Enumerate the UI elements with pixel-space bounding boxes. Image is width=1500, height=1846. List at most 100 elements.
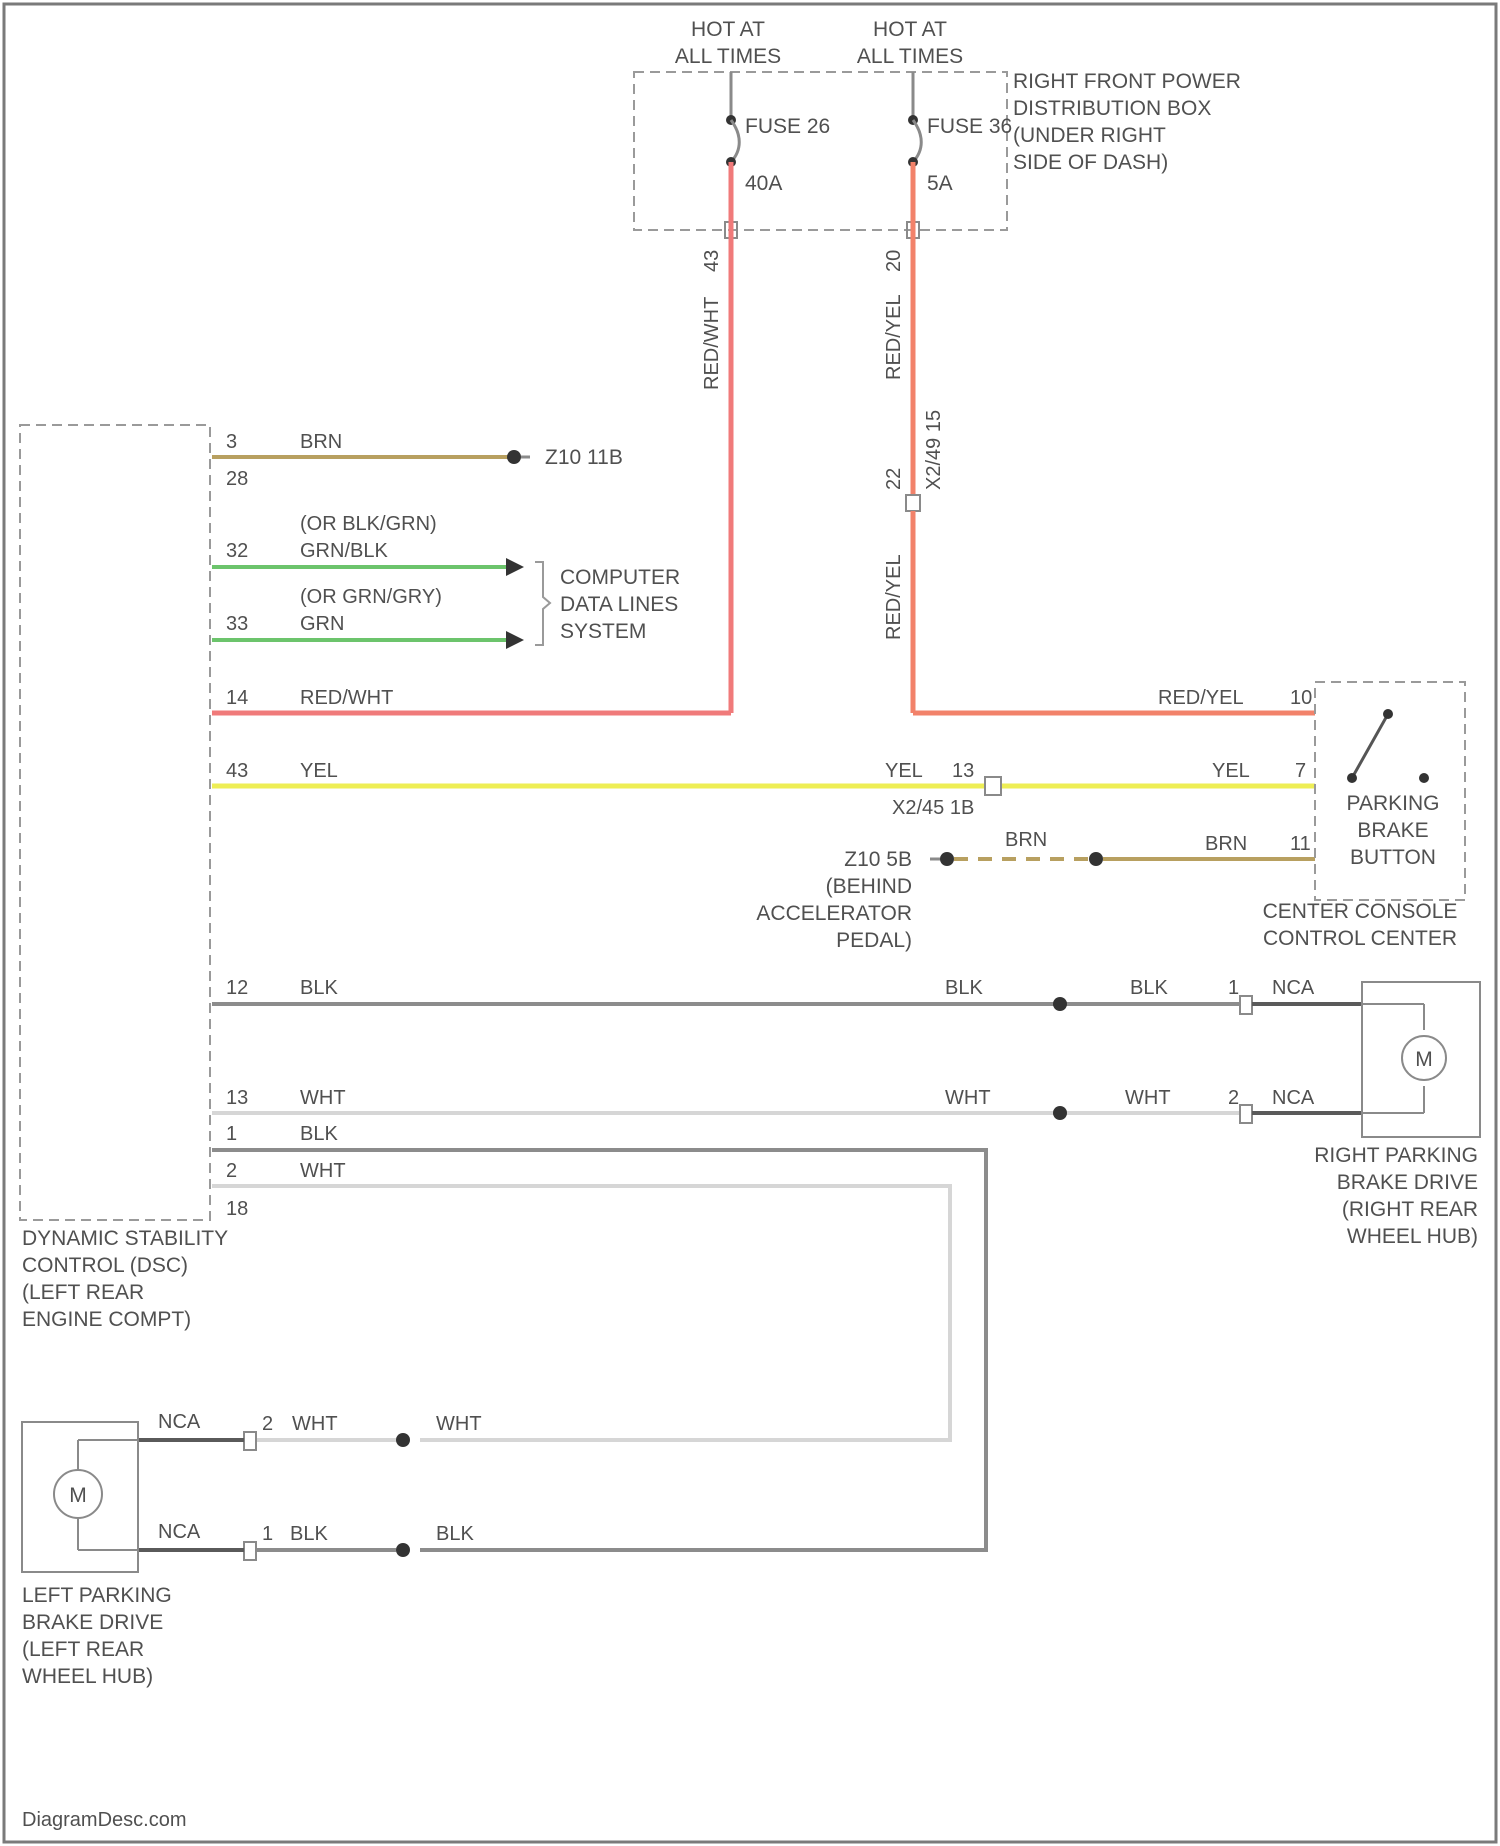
left-motor-label-1: LEFT PARKING <box>22 1584 172 1607</box>
fuse2-rating: 5A <box>927 172 953 195</box>
yel-mid-label: YEL <box>885 760 923 782</box>
fuse2-name: FUSE 36 <box>927 115 1012 138</box>
brn-right-label: BRN <box>1205 833 1247 855</box>
blk-right-pin: 1 <box>1228 977 1239 999</box>
brn-wire-1-label: BRN <box>300 431 342 453</box>
grn-alt-1: (OR BLK/GRN) <box>300 513 437 535</box>
box-label-3: (UNDER RIGHT <box>1013 124 1166 147</box>
left-motor-symbol: M <box>69 1484 87 1507</box>
diagram-frame <box>4 4 1496 1842</box>
low-blk-label: BLK <box>300 1123 338 1145</box>
yel-conn-label: X2/45 1B <box>892 797 974 819</box>
yel-right-label: YEL <box>1212 760 1250 782</box>
nca-label-2: NCA <box>1272 1087 1315 1109</box>
switch-contact-1 <box>1347 773 1357 783</box>
fuse1-rating: 40A <box>745 172 782 195</box>
wht-connector <box>1240 1105 1252 1123</box>
splice-blk <box>1053 997 1067 1011</box>
button-location-1: CENTER CONSOLE <box>1263 900 1458 923</box>
splice-wht <box>1053 1106 1067 1120</box>
dsc-pin-14: 14 <box>226 687 248 709</box>
fuse2-wire-bottom: RED/YEL <box>883 554 905 640</box>
right-motor-label-1: RIGHT PARKING <box>1314 1144 1478 1167</box>
conn-pin: 22 <box>883 468 905 490</box>
yel-inline-connector <box>985 777 1001 795</box>
ground-1-label: Z10 11B <box>545 446 623 469</box>
red-yel-inline-connector <box>906 495 920 511</box>
left-blk-label-1: BLK <box>290 1523 328 1545</box>
dsc-pin-13: 13 <box>226 1087 248 1109</box>
left-blk-connector <box>244 1542 256 1560</box>
dsc-label-3: (LEFT REAR <box>22 1281 144 1304</box>
hot-label-1b: ALL TIMES <box>675 45 781 68</box>
left-wht-label-2: WHT <box>436 1413 482 1435</box>
wht-right-label: WHT <box>1125 1087 1171 1109</box>
fuse1-name: FUSE 26 <box>745 115 830 138</box>
switch-contact-3 <box>1419 773 1429 783</box>
dsc-pin-3: 3 <box>226 431 237 453</box>
button-location-2: CONTROL CENTER <box>1263 927 1457 950</box>
splice-brn <box>1089 852 1103 866</box>
wht-left-label: WHT <box>300 1087 346 1109</box>
dsc-pin-18: 18 <box>226 1198 248 1220</box>
ground-2-note-2: ACCELERATOR <box>756 902 912 925</box>
hot-label-2b: ALL TIMES <box>857 45 963 68</box>
fuse1-wire-color: RED/WHT <box>701 297 723 390</box>
grn-wire-2-label: GRN <box>300 613 344 635</box>
grn-alt-2: (OR GRN/GRY) <box>300 586 442 608</box>
nca-label-1: NCA <box>1272 977 1315 999</box>
left-blk-label-2: BLK <box>436 1523 474 1545</box>
button-label-1: PARKING <box>1347 792 1440 815</box>
data-lines-label-2: DATA LINES <box>560 593 678 616</box>
ground-node-1 <box>507 450 521 464</box>
red-wht-wire-label: RED/WHT <box>300 687 393 709</box>
hot-label-2a: HOT AT <box>873 18 947 41</box>
dsc-label-1: DYNAMIC STABILITY <box>22 1227 228 1250</box>
dsc-pin-12: 12 <box>226 977 248 999</box>
yel-right-pin: 7 <box>1295 760 1306 782</box>
left-nca-label-1: NCA <box>158 1411 201 1433</box>
fuse2-wire-top: RED/YEL <box>883 294 905 380</box>
hot-label-1a: HOT AT <box>691 18 765 41</box>
yel-mid-pin: 13 <box>952 760 974 782</box>
data-lines-label-3: SYSTEM <box>560 620 646 643</box>
blk-right-label: BLK <box>1130 977 1168 999</box>
brn-mid-label: BRN <box>1005 829 1047 851</box>
right-motor-symbol: M <box>1415 1048 1433 1071</box>
dsc-pin-2: 2 <box>226 1160 237 1182</box>
blk-mid-label: BLK <box>945 977 983 999</box>
splice-left-blk <box>396 1543 410 1557</box>
switch-contact-2 <box>1383 709 1393 719</box>
button-label-3: BUTTON <box>1350 846 1436 869</box>
box-label-1: RIGHT FRONT POWER <box>1013 70 1241 93</box>
dsc-label-4: ENGINE COMPT) <box>22 1308 191 1331</box>
splice-left-wht <box>396 1433 410 1447</box>
right-motor-label-4: WHEEL HUB) <box>1347 1225 1478 1248</box>
fuse2-pin: 20 <box>883 250 905 272</box>
grn-wire-1-label: GRN/BLK <box>300 540 388 562</box>
ground-2-note-3: PEDAL) <box>836 929 912 952</box>
blk-connector <box>1240 996 1252 1014</box>
brn-right-pin: 11 <box>1290 833 1311 855</box>
left-wht-label-1: WHT <box>292 1413 338 1435</box>
left-motor-label-3: (LEFT REAR <box>22 1638 144 1661</box>
blk-left-label: BLK <box>300 977 338 999</box>
dsc-pin-43: 43 <box>226 760 248 782</box>
dsc-pin-32: 32 <box>226 540 248 562</box>
red-yel-pin: 10 <box>1290 687 1312 709</box>
right-motor-label-2: BRAKE DRIVE <box>1337 1171 1478 1194</box>
data-lines-label-1: COMPUTER <box>560 566 680 589</box>
left-pin-2: 2 <box>262 1413 273 1435</box>
left-motor-label-2: BRAKE DRIVE <box>22 1611 163 1634</box>
ground-node-2 <box>940 852 954 866</box>
left-pin-1: 1 <box>262 1523 273 1545</box>
button-label-2: BRAKE <box>1357 819 1428 842</box>
box-label-2: DISTRIBUTION BOX <box>1013 97 1211 120</box>
dsc-pin-33: 33 <box>226 613 248 635</box>
yel-left-label: YEL <box>300 760 338 782</box>
fuse1-pin: 43 <box>701 250 723 272</box>
wht-right-pin: 2 <box>1228 1087 1239 1109</box>
wht-mid-label: WHT <box>945 1087 991 1109</box>
red-yel-wire-label: RED/YEL <box>1158 687 1244 709</box>
